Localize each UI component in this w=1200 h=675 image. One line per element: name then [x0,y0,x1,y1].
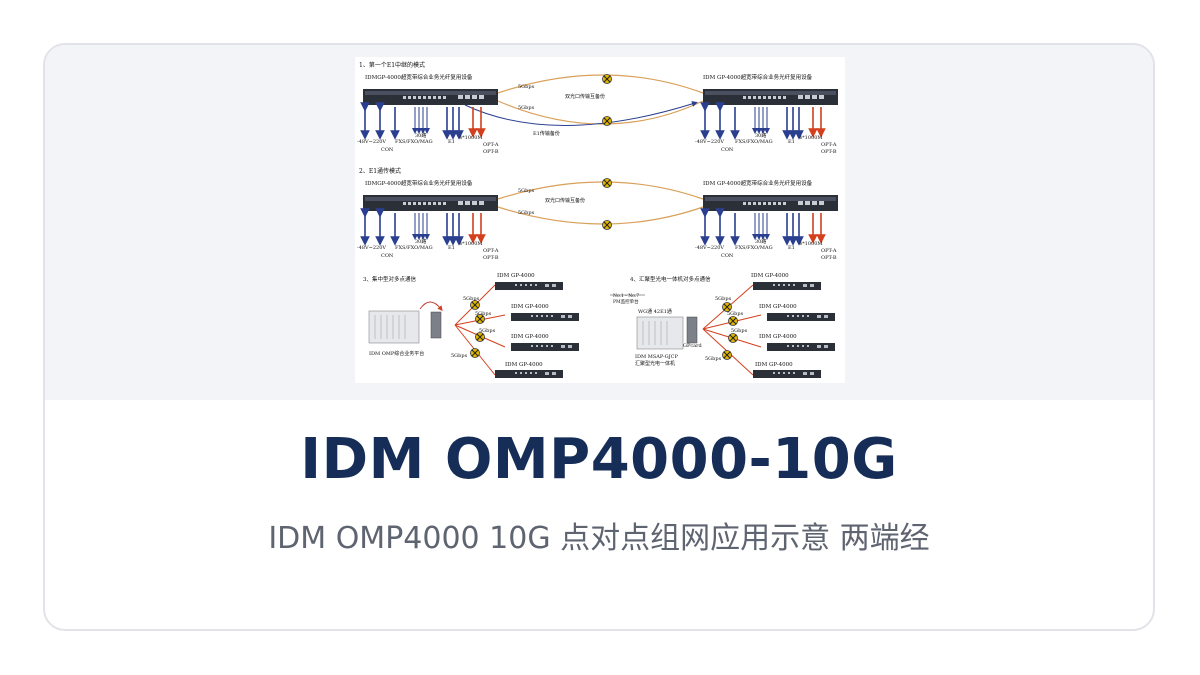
con-label: CON [721,147,734,153]
mode1-title: 1、第一个E1中继的模式 [359,61,425,69]
e1-backup-label: E1传输备份 [533,130,560,137]
gp4000-label: IDM GP-4000 [759,304,797,310]
gp4000-label: IDM GP-4000 [755,362,793,368]
fxs-label: FXS/FXO/MAG [735,139,773,145]
wg-label: WG通 42E1通 [638,308,672,315]
gp4000-label: IDM GP-4000 [497,273,535,279]
rate-label: 5Gbps [518,84,535,90]
ports30-label: 30路 [755,238,766,245]
rate-label: 5Gbps [518,210,535,216]
power-label: -48V~220V [695,139,724,145]
power-label: -48V~220V [695,245,724,251]
gp4000-label: IDM GP-4000 [511,304,549,310]
power-label: -48V~220V [357,245,386,251]
dual-backup-label: 双光口传输互备份 [565,93,605,100]
rate-label: 5Gbps [479,328,496,334]
rate-label: 5Gbps [518,105,535,111]
pm-label: PM监控单台 [613,298,639,305]
product-card[interactable]: 1、第一个E1中继的模式 IDMGP-4000超宽带综合业务光纤复用设备 IDM… [43,43,1155,631]
fxs-label: FXS/FXO/MAG [395,245,433,251]
opt-a-label: OPT-A [483,248,499,254]
ge-label: 4*1000M [459,241,483,247]
ports30-label: 30路 [415,132,426,139]
rate-label: 5Gbps [731,328,748,334]
right-device-label: IDM GP-4000超宽带综合业务光纤复用设备 [703,179,813,187]
ge-label: 4*1000M [799,241,823,247]
dual-backup-label: 双光口传输互备份 [545,197,585,204]
e1-label: E1 [448,245,455,251]
product-image-area: 1、第一个E1中继的模式 IDMGP-4000超宽带综合业务光纤复用设备 IDM… [45,45,1153,400]
rate-label: 5Gbps [727,311,744,317]
con-label: CON [381,147,394,153]
con-label: CON [381,253,394,259]
fxs-label: FXS/FXO/MAG [395,139,433,145]
opt-b-label: OPT-B [821,255,837,261]
platform3-label: IDM OMP综合业务平台 [369,350,424,357]
e1-label: E1 [448,139,455,145]
rate-label: 5Gbps [475,311,492,317]
mode3-title: 3、集中型对多点通信 [363,275,416,283]
gp4000-label: IDM GP-4000 [511,334,549,340]
opt-b-label: OPT-B [483,255,499,261]
opt-a-label: OPT-A [483,142,499,148]
product-subtitle: IDM OMP4000 10G 点对点组网应用示意 两端经 [268,521,930,556]
platform4-desc: 汇聚型光电一体机 [635,360,675,367]
rate-label: 5Gbps [463,296,480,302]
ge-label: 4*1000M [799,135,823,141]
gpcard-label: GPcard [683,343,703,349]
opt-a-label: OPT-A [821,248,837,254]
con-label: CON [721,253,734,259]
opt-b-label: OPT-B [483,149,499,155]
mode4-title: 4、汇聚型光电一体机对多点通信 [630,275,711,283]
right-device-label: IDM GP-4000超宽带综合业务光纤复用设备 [703,73,813,81]
mode2-title: 2、E1通传模式 [359,167,401,175]
opt-a-label: OPT-A [821,142,837,148]
platform4-name: IDM MSAP-GJCP [635,354,678,360]
e1-label: E1 [788,245,795,251]
rate-label: 5Gbps [451,353,468,359]
power-label: -48V~220V [357,139,386,145]
gp4000-label: IDM GP-4000 [505,362,543,368]
product-title: IDM OMP4000-10G [300,427,898,492]
rate-label: 5Gbps [715,296,732,302]
no-range-label: No.1 - No.7 [613,293,639,299]
fxs-label: FXS/FXO/MAG [735,245,773,251]
opt-b-label: OPT-B [821,149,837,155]
ports30-label: 30路 [755,132,766,139]
ge-label: 4*1000M [459,135,483,141]
gp4000-label: IDM GP-4000 [751,273,789,279]
e1-label: E1 [788,139,795,145]
left-device-label: IDMGP-4000超宽带综合业务光纤复用设备 [365,179,473,187]
network-diagram-image: 1、第一个E1中继的模式 IDMGP-4000超宽带综合业务光纤复用设备 IDM… [355,57,845,383]
rate-label: 5Gbps [705,356,722,362]
gp4000-label: IDM GP-4000 [759,334,797,340]
ports30-label: 30路 [415,238,426,245]
left-device-label: IDMGP-4000超宽带综合业务光纤复用设备 [365,73,473,81]
rate-label: 5Gbps [518,188,535,194]
